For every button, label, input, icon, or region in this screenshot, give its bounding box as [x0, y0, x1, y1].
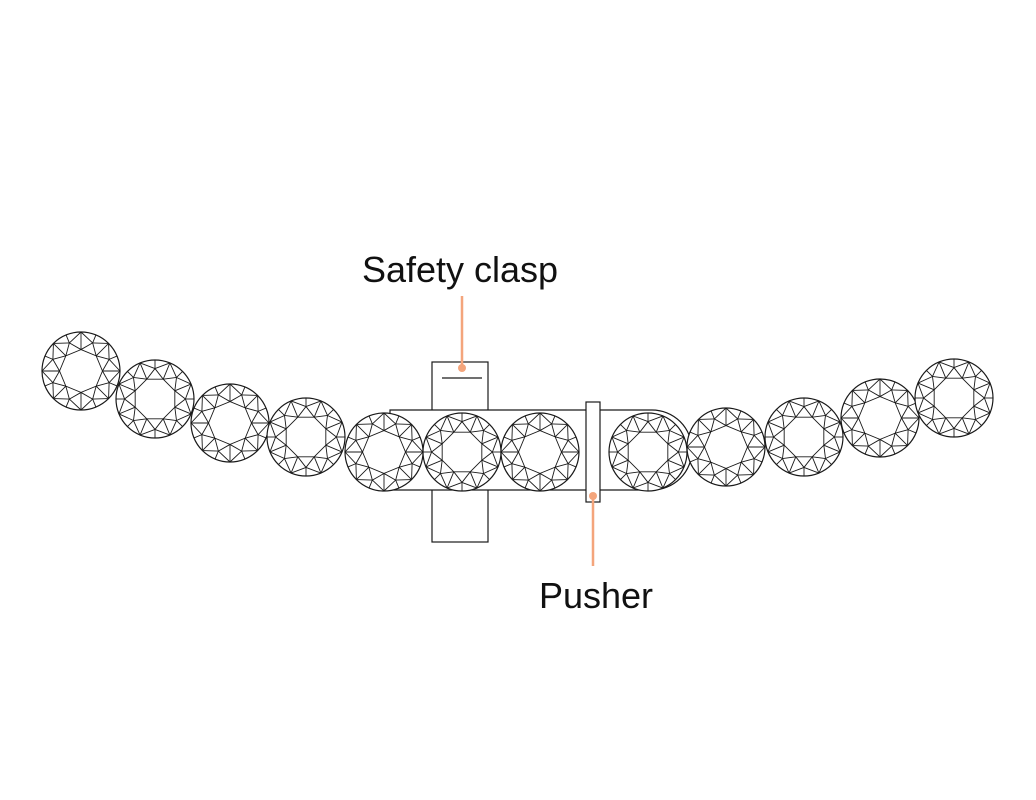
- safety-clasp-leader-dot: [458, 364, 466, 372]
- diamond: [41, 331, 121, 411]
- diamond: [266, 397, 346, 477]
- pusher-tongue: [585, 401, 601, 503]
- diamond: [422, 412, 502, 492]
- diamond-chain: [41, 331, 994, 492]
- diamond: [344, 412, 424, 492]
- diamond: [764, 397, 844, 477]
- pusher-label: Pusher: [539, 575, 653, 616]
- diamond: [686, 407, 766, 487]
- diamond: [608, 412, 688, 492]
- diamond: [115, 359, 195, 439]
- safety-clasp-callout: Safety clasp: [362, 249, 558, 372]
- pusher-leader-dot: [589, 492, 597, 500]
- safety-clasp-label: Safety clasp: [362, 249, 558, 290]
- diamond: [840, 378, 920, 458]
- diamond: [190, 383, 270, 463]
- pusher-callout: Pusher: [539, 492, 653, 616]
- diamond: [500, 412, 580, 492]
- diamond: [914, 358, 994, 438]
